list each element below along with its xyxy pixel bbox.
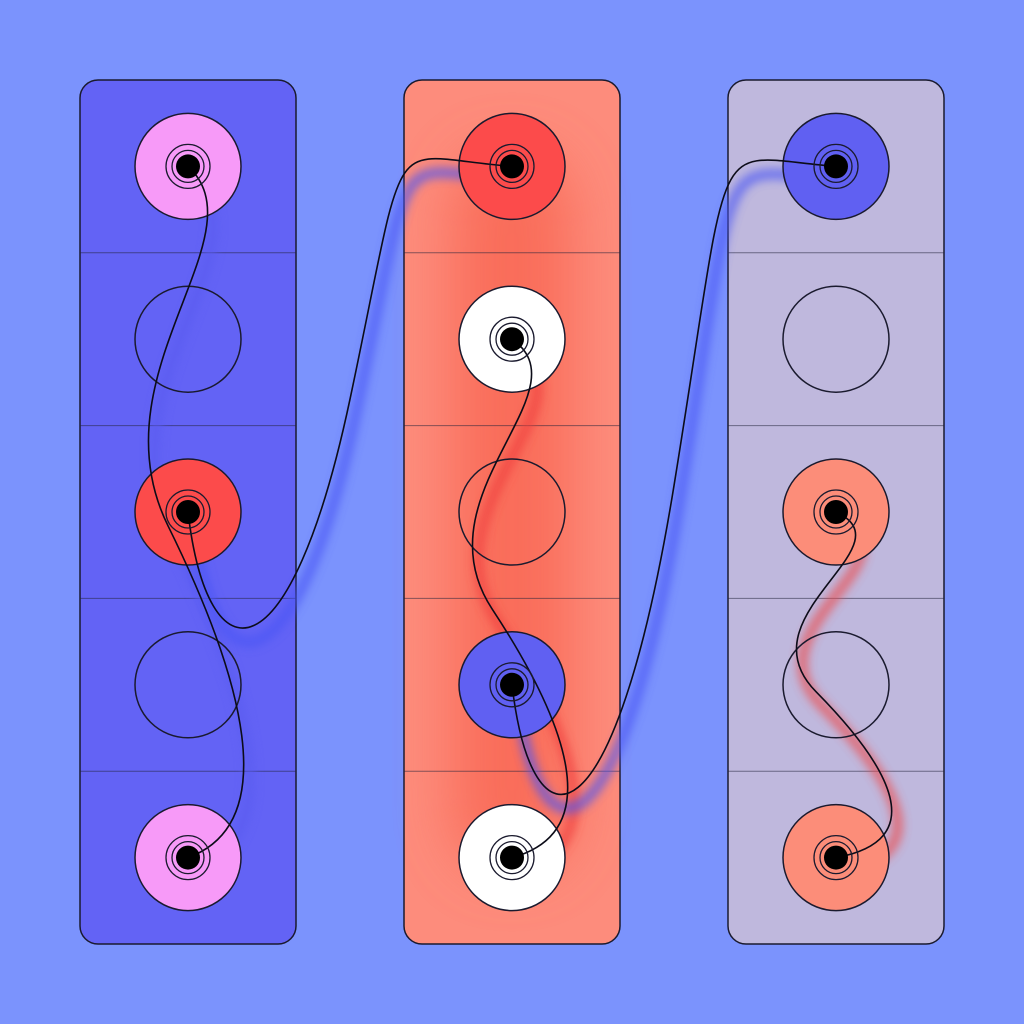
wire-5[interactable] <box>795 511 893 859</box>
peg-ring <box>813 489 859 535</box>
wire-glow <box>797 521 903 877</box>
empty-socket-ring <box>458 458 566 566</box>
empty-socket-ring <box>134 285 242 393</box>
peg-right-1[interactable] <box>813 143 859 190</box>
peg-left-5[interactable] <box>165 834 211 881</box>
peg-head <box>176 845 200 870</box>
peg-inner-ring <box>495 322 529 356</box>
peg-inner-ring <box>495 668 529 702</box>
wire-2[interactable] <box>187 157 513 629</box>
column-glow <box>452 150 572 874</box>
peg-inner-ring <box>819 495 853 529</box>
peg-right-5[interactable] <box>813 834 859 881</box>
peg-head <box>824 500 848 524</box>
wire-glow <box>513 169 843 813</box>
peg-left-1[interactable] <box>165 143 211 190</box>
peg-head <box>500 327 524 352</box>
peg-ring <box>489 316 535 362</box>
wire-glow <box>189 168 519 647</box>
socket-right-2[interactable] <box>782 285 890 393</box>
peg-inner-ring <box>819 149 853 184</box>
wire-1[interactable] <box>147 165 245 859</box>
wire-glow <box>473 349 579 876</box>
socket-right-4[interactable] <box>782 631 890 739</box>
peg-inner-ring <box>171 149 205 184</box>
peg-ring <box>165 834 211 881</box>
empty-socket-ring <box>782 285 890 393</box>
peg-ring <box>165 489 211 535</box>
peg-ring <box>489 662 535 708</box>
peg-ring <box>489 834 535 881</box>
peg-head <box>176 500 200 524</box>
peg-right-3[interactable] <box>813 489 859 535</box>
peg-left-3[interactable] <box>165 489 211 535</box>
wire-4[interactable] <box>511 159 837 795</box>
peg-inner-ring <box>495 840 529 875</box>
empty-socket-ring <box>782 631 890 739</box>
socket-left-2[interactable] <box>134 285 242 393</box>
peg-middle-5[interactable] <box>489 834 535 881</box>
peg-ring <box>489 143 535 190</box>
socket-left-4[interactable] <box>134 631 242 739</box>
wires-layer <box>147 157 893 859</box>
peg-middle-2[interactable] <box>489 316 535 362</box>
peg-inner-ring <box>171 495 205 529</box>
pins-layer <box>165 143 859 881</box>
peg-ring <box>813 834 859 881</box>
peg-head <box>500 845 524 870</box>
peg-head <box>500 672 524 697</box>
peg-head <box>500 154 524 179</box>
peg-middle-1[interactable] <box>489 143 535 190</box>
empty-socket-ring <box>134 631 242 739</box>
peg-ring <box>813 143 859 190</box>
peg-ring <box>165 143 211 190</box>
wire-3[interactable] <box>471 338 569 859</box>
peg-head <box>824 845 848 870</box>
peg-middle-4[interactable] <box>489 662 535 708</box>
peg-inner-ring <box>495 149 529 184</box>
peg-inner-ring <box>819 840 853 875</box>
peg-head <box>824 154 848 179</box>
peg-inner-ring <box>171 840 205 875</box>
peg-head <box>176 154 200 179</box>
socket-middle-3[interactable] <box>458 458 566 566</box>
